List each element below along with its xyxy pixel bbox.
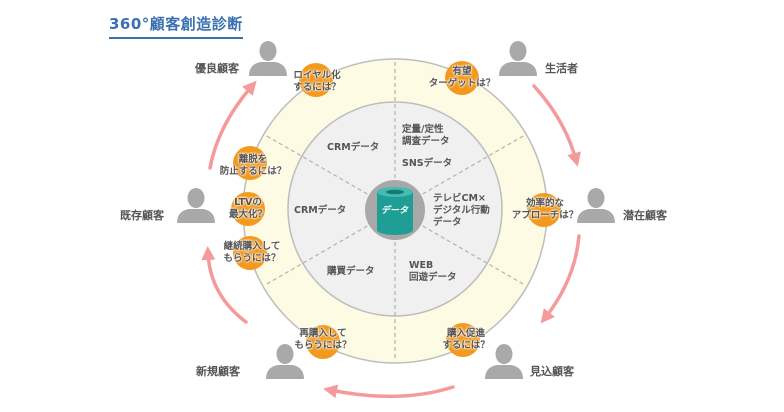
- person-icon: [266, 344, 304, 379]
- cycle-arrow: [323, 384, 455, 399]
- person-head: [276, 344, 294, 364]
- customer-label-new-customer: 新規顧客: [196, 365, 240, 378]
- person-body: [177, 209, 215, 223]
- person-icon: [485, 344, 523, 379]
- data-source-purchase: 購買データ: [327, 266, 375, 277]
- data-source-tvcm-digital: テレビCM× デジタル行動 データ: [433, 193, 490, 228]
- data-source-survey-sns: 定量/定性 調査データ SNSデータ: [402, 124, 453, 169]
- question-prevent-churn: 離脱を防止するには？: [219, 154, 287, 177]
- question-continued-purchase: 継続購入してもらうには？: [223, 241, 281, 264]
- cycle-arrows: [201, 80, 581, 399]
- data-source-crm-top: CRMデータ: [327, 142, 380, 153]
- data-source-crm-left: CRMデータ: [294, 205, 347, 216]
- question-badges: [231, 61, 561, 359]
- person-head: [259, 41, 277, 61]
- question-badge-repurchase: [306, 325, 340, 359]
- question-maximize-ltv: LTVの最大化？: [228, 197, 268, 220]
- person-head: [187, 188, 205, 208]
- question-badge-continued-purchase: [233, 236, 267, 270]
- person-body: [266, 365, 304, 379]
- cycle-arrow: [540, 234, 581, 324]
- person-icon: [499, 41, 537, 76]
- person-body: [577, 209, 615, 223]
- question-badge-maximize-ltv: [231, 192, 265, 226]
- center-label: データ: [381, 206, 409, 216]
- question-repurchase: 再購入してもらうには？: [294, 328, 352, 351]
- person-head: [509, 41, 527, 61]
- cycle-arrow: [532, 84, 581, 167]
- customer-label-general-public: 生活者: [545, 62, 578, 75]
- question-badge-promising-target: [445, 61, 479, 95]
- divider-line: [422, 133, 527, 195]
- person-body: [499, 62, 537, 76]
- divider-line: [263, 225, 368, 287]
- question-make-loyal: ロイヤル化するには？: [293, 70, 341, 93]
- page-title: 360°顧客創造診断: [109, 13, 243, 39]
- person-head: [495, 344, 513, 364]
- person-body: [249, 62, 287, 76]
- question-promising-target: 有望ターゲットは？: [428, 66, 496, 89]
- database-icon: [365, 180, 425, 240]
- person-icon: [577, 188, 615, 223]
- cycle-arrow: [201, 246, 248, 324]
- customer-label-potential-customer: 潜在顧客: [623, 209, 667, 222]
- person-icon: [177, 188, 215, 223]
- person-icon: [249, 41, 287, 76]
- question-efficient-approach: 効率的なアプローチは？: [511, 198, 579, 221]
- segment-dividers: [263, 59, 527, 361]
- question-badge-efficient-approach: [527, 193, 561, 227]
- question-badge-promote-purchase: [446, 323, 480, 357]
- customer-label-existing-customer: 既存顧客: [120, 209, 164, 222]
- question-badge-prevent-churn: [233, 146, 267, 180]
- customer-figures: [177, 41, 615, 379]
- customer-label-prospect-customer: 見込顧客: [530, 365, 574, 378]
- person-head: [587, 188, 605, 208]
- divider-line: [263, 133, 368, 195]
- divider-line: [422, 225, 527, 287]
- customer-label-loyal-customer: 優良顧客: [195, 62, 239, 75]
- person-body: [485, 365, 523, 379]
- data-source-web-behavior: WEB 回遊データ: [409, 260, 457, 283]
- cycle-arrow: [208, 80, 257, 170]
- question-badge-make-loyal: [299, 63, 333, 97]
- question-promote-purchase: 購入促進するには？: [442, 328, 490, 351]
